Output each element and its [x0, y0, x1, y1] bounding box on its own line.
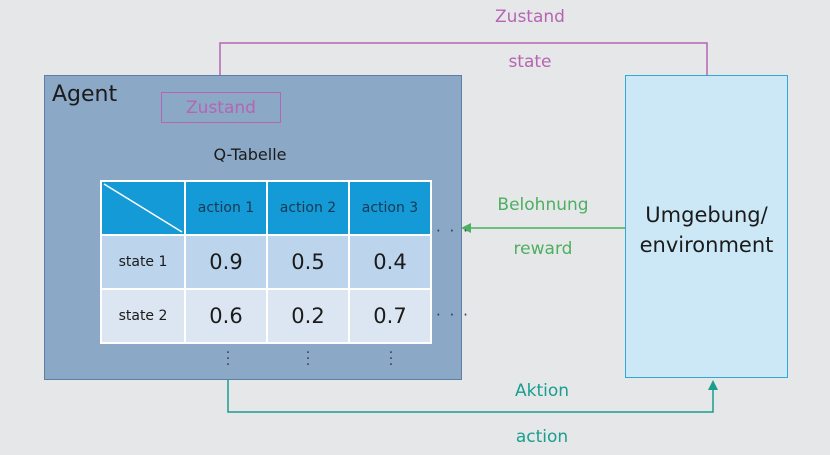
qtable-col-header: action 3 [348, 180, 432, 236]
qtable-title: Q-Tabelle [213, 145, 287, 164]
reward-arrowhead [461, 223, 471, 233]
environment-label: Umgebung/ environment [630, 200, 783, 260]
qtable-ellipsis-below: · · · [225, 345, 231, 373]
state-label-en: state [508, 52, 552, 72]
action-arrowhead [708, 380, 718, 390]
qtable-ellipsis-right: · · · [436, 222, 470, 240]
reward-label-de: Belohnung [497, 195, 589, 215]
agent-title: Agent [52, 82, 118, 107]
diagonal-divider [103, 183, 183, 233]
qtable-cell: 0.5 [266, 234, 350, 290]
qtable-row-header: state 1 [100, 234, 186, 290]
qtable-cell: 0.2 [266, 288, 350, 344]
environment-box [625, 75, 788, 378]
agent-state-input-box: Zustand [161, 92, 281, 123]
qtable-row: state 1 0.9 0.5 0.4 [100, 234, 432, 290]
qtable-corner-cell [100, 180, 186, 236]
qtable-ellipsis-below: · · · [388, 345, 394, 373]
action-label-de: Aktion [514, 381, 570, 401]
environment-label-line1: Umgebung/ [645, 203, 768, 227]
state-arrow-line [219, 42, 708, 89]
qtable-cell: 0.7 [348, 288, 432, 344]
qtable-ellipsis-right: · · · [436, 306, 470, 324]
qtable-row-header: state 2 [100, 288, 186, 344]
qtable-cell: 0.4 [348, 234, 432, 290]
state-label-de: Zustand [495, 7, 565, 27]
qtable-cell: 0.9 [184, 234, 268, 290]
action-label-en: action [515, 427, 569, 447]
environment-label-line2: environment [639, 233, 774, 257]
reward-label-en: reward [513, 239, 573, 259]
qtable-header-row: action 1 action 2 action 3 [100, 180, 432, 236]
qtable-row: state 2 0.6 0.2 0.7 [100, 288, 432, 344]
qtable-cell: 0.6 [184, 288, 268, 344]
qtable-col-header: action 1 [184, 180, 268, 236]
qtable: action 1 action 2 action 3 state 1 0.9 0… [100, 180, 432, 344]
qtable-col-header: action 2 [266, 180, 350, 236]
agent-state-input-label: Zustand [186, 97, 256, 118]
action-arrow-line [227, 378, 714, 413]
qtable-ellipsis-below: · · · [305, 345, 311, 373]
